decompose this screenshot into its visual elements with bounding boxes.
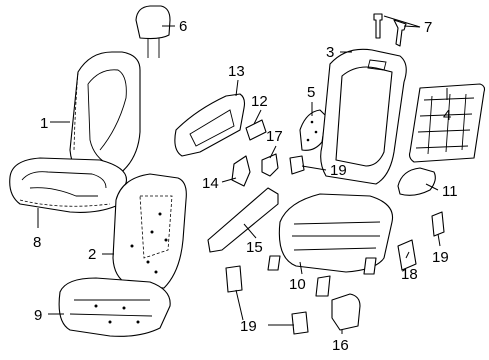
seat-track-assembly xyxy=(267,193,394,297)
bracket-far-right xyxy=(431,211,445,237)
side-rail-trim xyxy=(207,187,279,253)
lumbar-support-mat xyxy=(408,83,486,163)
side-shield xyxy=(174,93,246,157)
recline-handle xyxy=(245,119,267,141)
callout-3: 3 xyxy=(326,44,334,61)
bracket-bottom-pair xyxy=(225,265,309,335)
headrest xyxy=(135,5,171,58)
end-cover xyxy=(331,293,361,331)
clip xyxy=(261,153,279,177)
bracket-upper xyxy=(289,155,305,175)
callout-16: 16 xyxy=(332,337,349,354)
seat-cushion-pad xyxy=(58,277,171,337)
callout-14: 14 xyxy=(202,175,219,192)
callout-9: 9 xyxy=(34,307,42,324)
callout-15: 15 xyxy=(246,239,263,256)
seat-back-pad xyxy=(112,173,187,289)
leader-lines xyxy=(37,15,448,334)
callout-17: 17 xyxy=(266,128,283,145)
callout-13: 13 xyxy=(228,63,245,80)
callout-4: 4 xyxy=(443,107,451,124)
callout-19-right: 19 xyxy=(432,249,449,266)
frame-cap xyxy=(397,167,436,196)
callout-7: 7 xyxy=(424,19,432,36)
callout-2: 2 xyxy=(88,246,96,263)
callout-12: 12 xyxy=(251,93,268,110)
callout-labels: 1 2 3 4 5 6 7 8 9 10 11 12 13 14 15 16 1… xyxy=(33,18,458,354)
callout-6: 6 xyxy=(179,18,187,35)
callout-18: 18 xyxy=(401,266,418,283)
callout-11: 11 xyxy=(442,183,458,200)
back-panel-cover xyxy=(299,109,327,151)
callout-10: 10 xyxy=(289,276,306,293)
seat-cushion-cover xyxy=(9,157,128,213)
bolts xyxy=(373,13,407,47)
callout-1: 1 xyxy=(40,115,48,132)
bracket-left xyxy=(231,155,251,187)
callout-5: 5 xyxy=(307,84,315,101)
callout-19-upper: 19 xyxy=(330,162,347,179)
callout-8: 8 xyxy=(33,234,41,251)
callout-19-bottom: 19 xyxy=(240,318,257,335)
seat-back-frame xyxy=(320,48,407,185)
